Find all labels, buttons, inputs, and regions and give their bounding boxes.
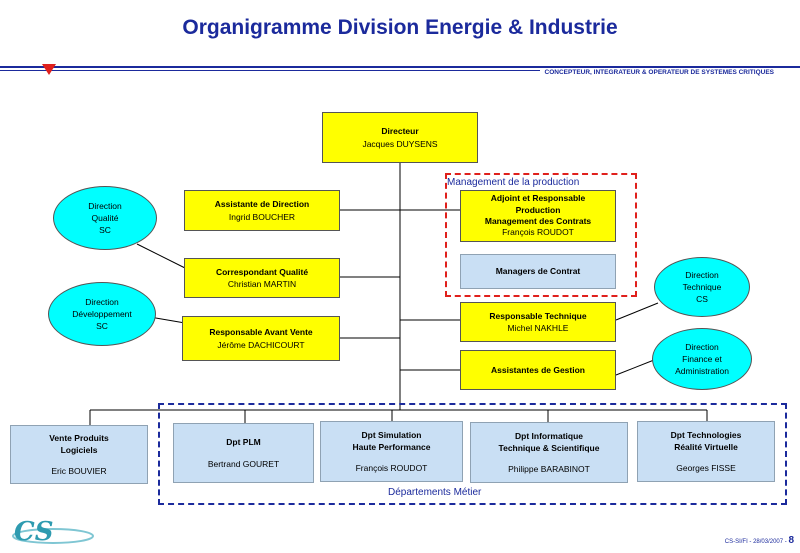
managers-contrat-label: Managers de Contrat	[495, 266, 581, 277]
direction-finance-oval: Direction Finance et Administration	[652, 328, 752, 390]
assistante-role: Assistante de Direction	[214, 199, 310, 210]
avant-vente-name: Jérôme DACHICOURT	[217, 339, 305, 350]
assistante-direction-box: Assistante de Direction Ingrid BOUCHER	[184, 190, 340, 231]
resp-technique-name: Michel NAKHLE	[507, 323, 569, 333]
oval-line: Développement	[72, 308, 132, 319]
oval-line: Direction	[685, 269, 719, 280]
tagline: CONCEPTEUR, INTEGRATEUR & OPERATEUR DE S…	[544, 69, 774, 76]
header-rule	[0, 66, 800, 68]
directeur-box: Directeur Jacques DUYSENS	[322, 112, 478, 163]
dept-line: Dpt Simulation	[361, 429, 422, 440]
dept-line: Dpt PLM	[226, 437, 261, 448]
oval-line: Qualité	[91, 212, 119, 223]
oval-line: CS	[696, 294, 708, 305]
responsable-technique-box: Responsable Technique Michel NAKHLE	[460, 302, 616, 342]
oval-line: Technique	[682, 281, 722, 292]
dept-line: Dpt Informatique	[515, 430, 583, 441]
footer-text: CS-SI/FI - 28/03/2007 -	[724, 539, 787, 545]
dept-head-name: Georges FISSE	[676, 463, 736, 474]
page-number: 8	[788, 535, 794, 546]
dept-technologies-box: Dpt Technologies Réalité Virtuelle Georg…	[637, 421, 775, 482]
dept-line: Réalité Virtuelle	[674, 441, 738, 452]
header-rule-thin	[0, 70, 540, 71]
qualite-name: Christian MARTIN	[227, 279, 297, 289]
qualite-role: Correspondant Qualité	[215, 266, 309, 277]
dept-head-name: Eric BOUVIER	[51, 466, 107, 477]
dept-head-name: François ROUDOT	[355, 463, 428, 474]
adjoint-role-3: Management des Contrats	[484, 216, 592, 226]
directeur-name: Jacques DUYSENS	[362, 138, 438, 149]
dept-line: Vente Produits	[49, 432, 109, 443]
avant-vente-role: Responsable Avant Vente	[209, 327, 313, 338]
page-title: Organigramme Division Energie & Industri…	[182, 16, 618, 39]
adjoint-role-1: Adjoint et Responsable	[490, 193, 586, 204]
correspondant-qualite-box: Correspondant Qualité Christian MARTIN	[184, 258, 340, 298]
footer: CS-SI/FI - 28/03/2007 - 8	[725, 535, 794, 546]
dept-simulation-box: Dpt Simulation Haute Performance Françoi…	[320, 421, 463, 482]
resp-technique-role: Responsable Technique	[489, 310, 587, 321]
dept-head-name: Bertrand GOURET	[207, 458, 280, 469]
direction-developpement-oval: Direction Développement SC	[48, 282, 156, 346]
oval-line: Finance et	[682, 353, 722, 364]
assistante-name: Ingrid BOUCHER	[228, 211, 296, 222]
direction-technique-oval: Direction Technique CS	[654, 257, 750, 317]
adjoint-role-2: Production	[515, 204, 561, 215]
assistantes-gestion-box: Assistantes de Gestion	[460, 350, 616, 390]
adjoint-production-box: Adjoint et Responsable Production Manage…	[460, 190, 616, 242]
logo-swoosh-icon	[12, 528, 94, 544]
dept-line: Logiciels	[60, 444, 98, 455]
adjoint-name: François ROUDOT	[502, 227, 574, 238]
oval-line: Administration	[675, 366, 729, 377]
departements-metier-group	[158, 403, 787, 505]
dept-line: Technique & Scientifique	[498, 442, 600, 453]
direction-qualite-oval: Direction Qualité SC	[53, 186, 157, 250]
oval-line: SC	[96, 321, 108, 332]
departements-metier-label: Départements Métier	[388, 487, 482, 498]
oval-line: Direction	[85, 296, 119, 307]
oval-line: Direction	[88, 200, 122, 211]
directeur-role: Directeur	[381, 126, 419, 137]
dept-line: Haute Performance	[352, 441, 431, 452]
oval-line: Direction	[685, 341, 719, 352]
oval-line: SC	[99, 225, 111, 236]
assistantes-gestion-label: Assistantes de Gestion	[490, 364, 585, 375]
dept-informatique-box: Dpt Informatique Technique & Scientifiqu…	[470, 422, 628, 483]
dept-plm-box: Dpt PLM Bertrand GOURET	[173, 423, 314, 483]
dept-vente-box: Vente Produits Logiciels Eric BOUVIER	[10, 425, 148, 484]
management-production-label: Management de la production	[447, 177, 580, 188]
triangle-marker-icon	[42, 64, 56, 75]
dept-head-name: Philippe BARABINOT	[508, 464, 590, 475]
managers-contrat-box: Managers de Contrat	[460, 254, 616, 289]
company-logo: CS	[14, 517, 54, 547]
avant-vente-box: Responsable Avant Vente Jérôme DACHICOUR…	[182, 316, 340, 361]
management-production-group	[445, 173, 637, 297]
dept-line: Dpt Technologies	[670, 429, 742, 440]
